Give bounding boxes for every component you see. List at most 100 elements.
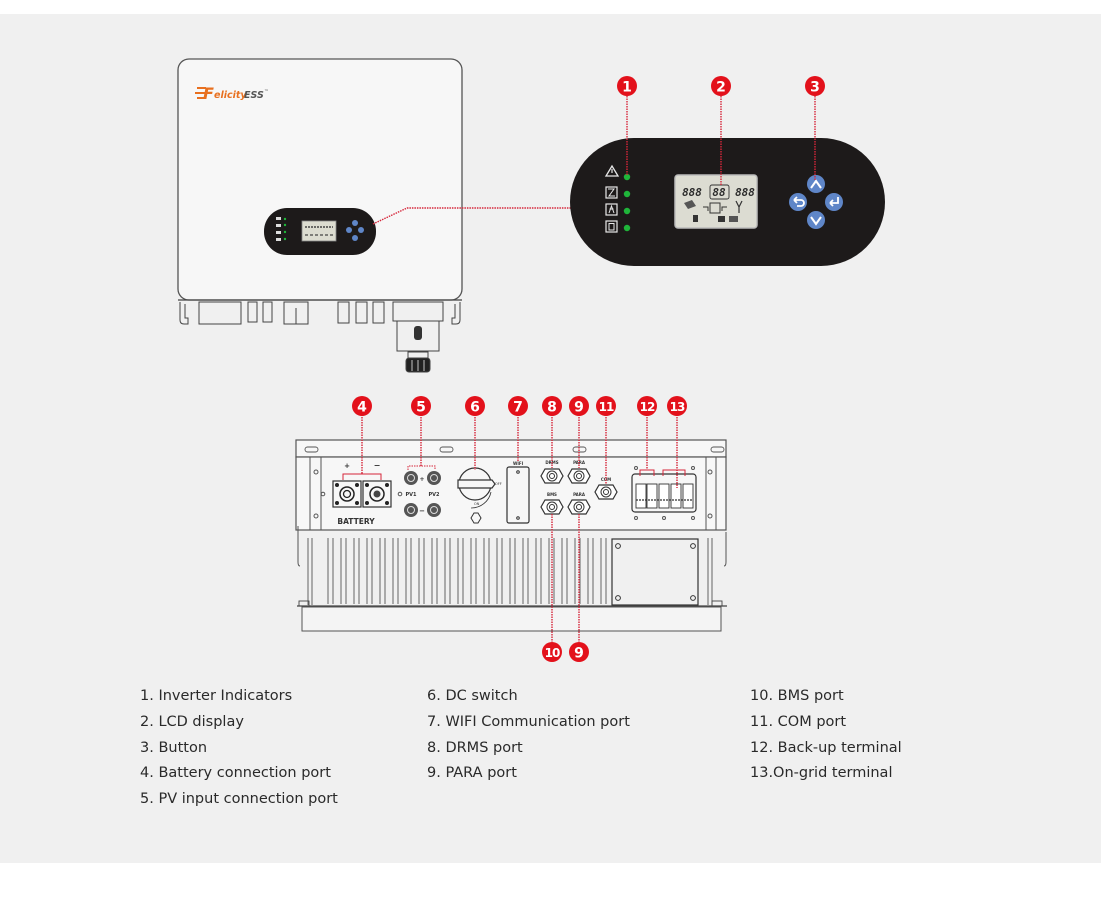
- back-button[interactable]: [789, 193, 807, 211]
- marker-4: 4: [352, 396, 372, 416]
- battery-port: + − BATTERY: [320, 461, 403, 526]
- lcd-digits-mid: 88: [712, 186, 726, 199]
- inverter-bottom-port: [198, 301, 242, 325]
- ac-cover: [396, 320, 440, 352]
- legend-item: 13.On-grid terminal: [750, 765, 893, 782]
- pv2-label: PV2: [428, 492, 440, 498]
- small-control-panel: [264, 208, 376, 255]
- marker-8: 8: [542, 396, 562, 416]
- legend-item: 6. DC switch: [427, 688, 518, 704]
- marker-7: 7: [508, 396, 528, 416]
- bms-port: BMS: [540, 492, 564, 515]
- down-button[interactable]: [807, 211, 825, 229]
- led-inverter: [623, 190, 631, 198]
- heatsink-cover-plate: [611, 538, 699, 606]
- pv-input-port: PV1 PV2 + −: [404, 465, 441, 517]
- warning-icon: [604, 164, 620, 177]
- grid-icon: [605, 203, 618, 216]
- svg-text:6: 6: [470, 400, 480, 416]
- legend-item: 7. WIFI Communication port: [427, 713, 630, 730]
- marker-11: 11: [596, 396, 616, 416]
- marker-1: 1: [617, 76, 637, 96]
- lcd-load-icon: [729, 216, 738, 222]
- svg-text:3: 3: [810, 80, 820, 96]
- heatsink-fins: [322, 538, 610, 604]
- marker-6: 6: [465, 396, 485, 416]
- legend-item: 1. Inverter Indicators: [140, 688, 293, 704]
- lcd-digits-right: 888: [735, 186, 755, 199]
- logo-initial: F: [203, 84, 214, 103]
- inverter-bottom-view: + − BATTERY PV1 PV2 + −: [295, 439, 727, 632]
- legend-column-1: 1. Inverter Indicators 2. LCD display 3.…: [140, 684, 338, 813]
- marker-12: 12: [637, 396, 657, 416]
- enter-button[interactable]: [825, 193, 843, 211]
- lcd-solar-icon: [684, 200, 696, 209]
- battery-plus-label: +: [344, 462, 350, 470]
- inverter-front: F elicity ESS ™: [177, 58, 463, 373]
- legend-item: 2. LCD display: [140, 713, 244, 730]
- svg-text:10: 10: [545, 646, 560, 660]
- legend-item: 5. PV input connection port: [140, 791, 338, 808]
- indicator-group: [604, 164, 631, 233]
- control-panel-detail: 888 88 888: [570, 138, 885, 266]
- wifi-port: WIFI: [506, 461, 530, 524]
- lcd-battery-icon: [693, 215, 698, 222]
- marker-2: 2: [711, 76, 731, 96]
- logo-trademark: ™: [264, 89, 269, 95]
- dc-switch: OFF ON: [457, 467, 502, 524]
- lcd-screen: 888 88 888: [674, 174, 758, 229]
- svg-text:8: 8: [547, 400, 557, 416]
- svg-text:5: 5: [416, 400, 426, 416]
- marker-9-top: 9: [569, 396, 589, 416]
- marker-10: 10: [542, 642, 562, 662]
- pv-plus-label: +: [419, 476, 424, 483]
- legend-item: 12. Back-up terminal: [750, 739, 902, 756]
- leader-lines-bottom: [361, 412, 678, 642]
- heatsink: [296, 526, 727, 632]
- marker-3: 3: [805, 76, 825, 96]
- logo-text: elicity: [214, 90, 247, 101]
- svg-text:9: 9: [574, 646, 584, 662]
- lcd-inverter-icon: [709, 202, 721, 214]
- dc-off-label: OFF: [495, 482, 502, 486]
- legend-item: 10. BMS port: [750, 688, 844, 704]
- svg-text:4: 4: [357, 400, 367, 416]
- logo-suffix: ESS: [244, 90, 264, 101]
- legend-column-3: 10. BMS port 11. COM port 12. Back-up te…: [750, 684, 902, 787]
- svg-text:12: 12: [640, 400, 655, 414]
- svg-text:2: 2: [716, 80, 726, 96]
- lcd-tower-icon: [735, 200, 743, 213]
- wifi-label: WIFI: [513, 461, 524, 466]
- led-warning: [623, 173, 631, 181]
- legend-item: 4. Battery connection port: [140, 765, 331, 782]
- lcd-home-icon: [718, 216, 725, 222]
- button-group: [789, 175, 843, 229]
- svg-text:9: 9: [574, 400, 584, 416]
- marker-13: 13: [667, 396, 687, 416]
- para-port-bottom: PARA: [567, 492, 591, 515]
- zoom-leader-line: [372, 207, 571, 225]
- bms-label: BMS: [547, 492, 557, 497]
- para-bottom-label: PARA: [573, 492, 586, 497]
- legend-item: 9. PARA port: [427, 765, 517, 782]
- pv1-label: PV1: [405, 492, 417, 498]
- callout-markers: 1 2 3 4 5 6 7 8 9 11 12 13 10 9: [352, 76, 825, 662]
- svg-text:1: 1: [622, 80, 632, 96]
- inverter-icon: [605, 186, 618, 199]
- legend-column-2: 6. DC switch 7. WIFI Communication port …: [427, 684, 630, 787]
- battery-icon: [605, 220, 618, 233]
- marker-5: 5: [411, 396, 431, 416]
- legend-item: 8. DRMS port: [427, 739, 523, 756]
- battery-label: BATTERY: [337, 517, 375, 526]
- svg-text:13: 13: [670, 400, 685, 414]
- marker-9-bottom: 9: [569, 642, 589, 662]
- led-battery: [623, 224, 631, 232]
- legend-item: 11. COM port: [750, 713, 847, 730]
- svg-text:11: 11: [599, 400, 614, 414]
- dc-on-label: ON: [474, 502, 480, 506]
- battery-minus-label: −: [374, 461, 381, 470]
- up-button[interactable]: [807, 175, 825, 193]
- brand-logo: F elicity ESS ™: [195, 84, 269, 103]
- ac-terminal-block: [631, 466, 697, 520]
